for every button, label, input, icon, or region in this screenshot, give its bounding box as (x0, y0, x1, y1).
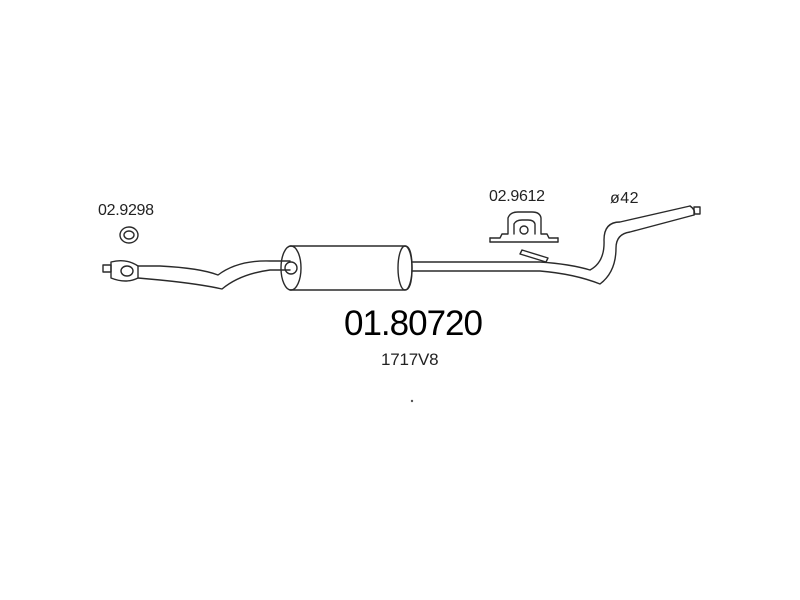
outlet-tip (689, 205, 701, 216)
rear-pipe (411, 205, 691, 271)
gasket-ring (119, 226, 139, 244)
hanger-rod (519, 249, 549, 263)
main-part-number: 01.80720 (344, 304, 483, 343)
stray-dot (410, 399, 414, 403)
front-pipe (137, 260, 291, 276)
mount-bracket (489, 211, 559, 243)
pipe-diameter-label: ø42 (610, 190, 640, 207)
gasket-part-label: 02.9298 (98, 202, 154, 219)
mount-part-label: 02.9612 (489, 188, 545, 205)
reference-code: 1717V8 (381, 350, 439, 369)
center-muffler (280, 245, 413, 291)
inlet-flange (102, 259, 139, 282)
